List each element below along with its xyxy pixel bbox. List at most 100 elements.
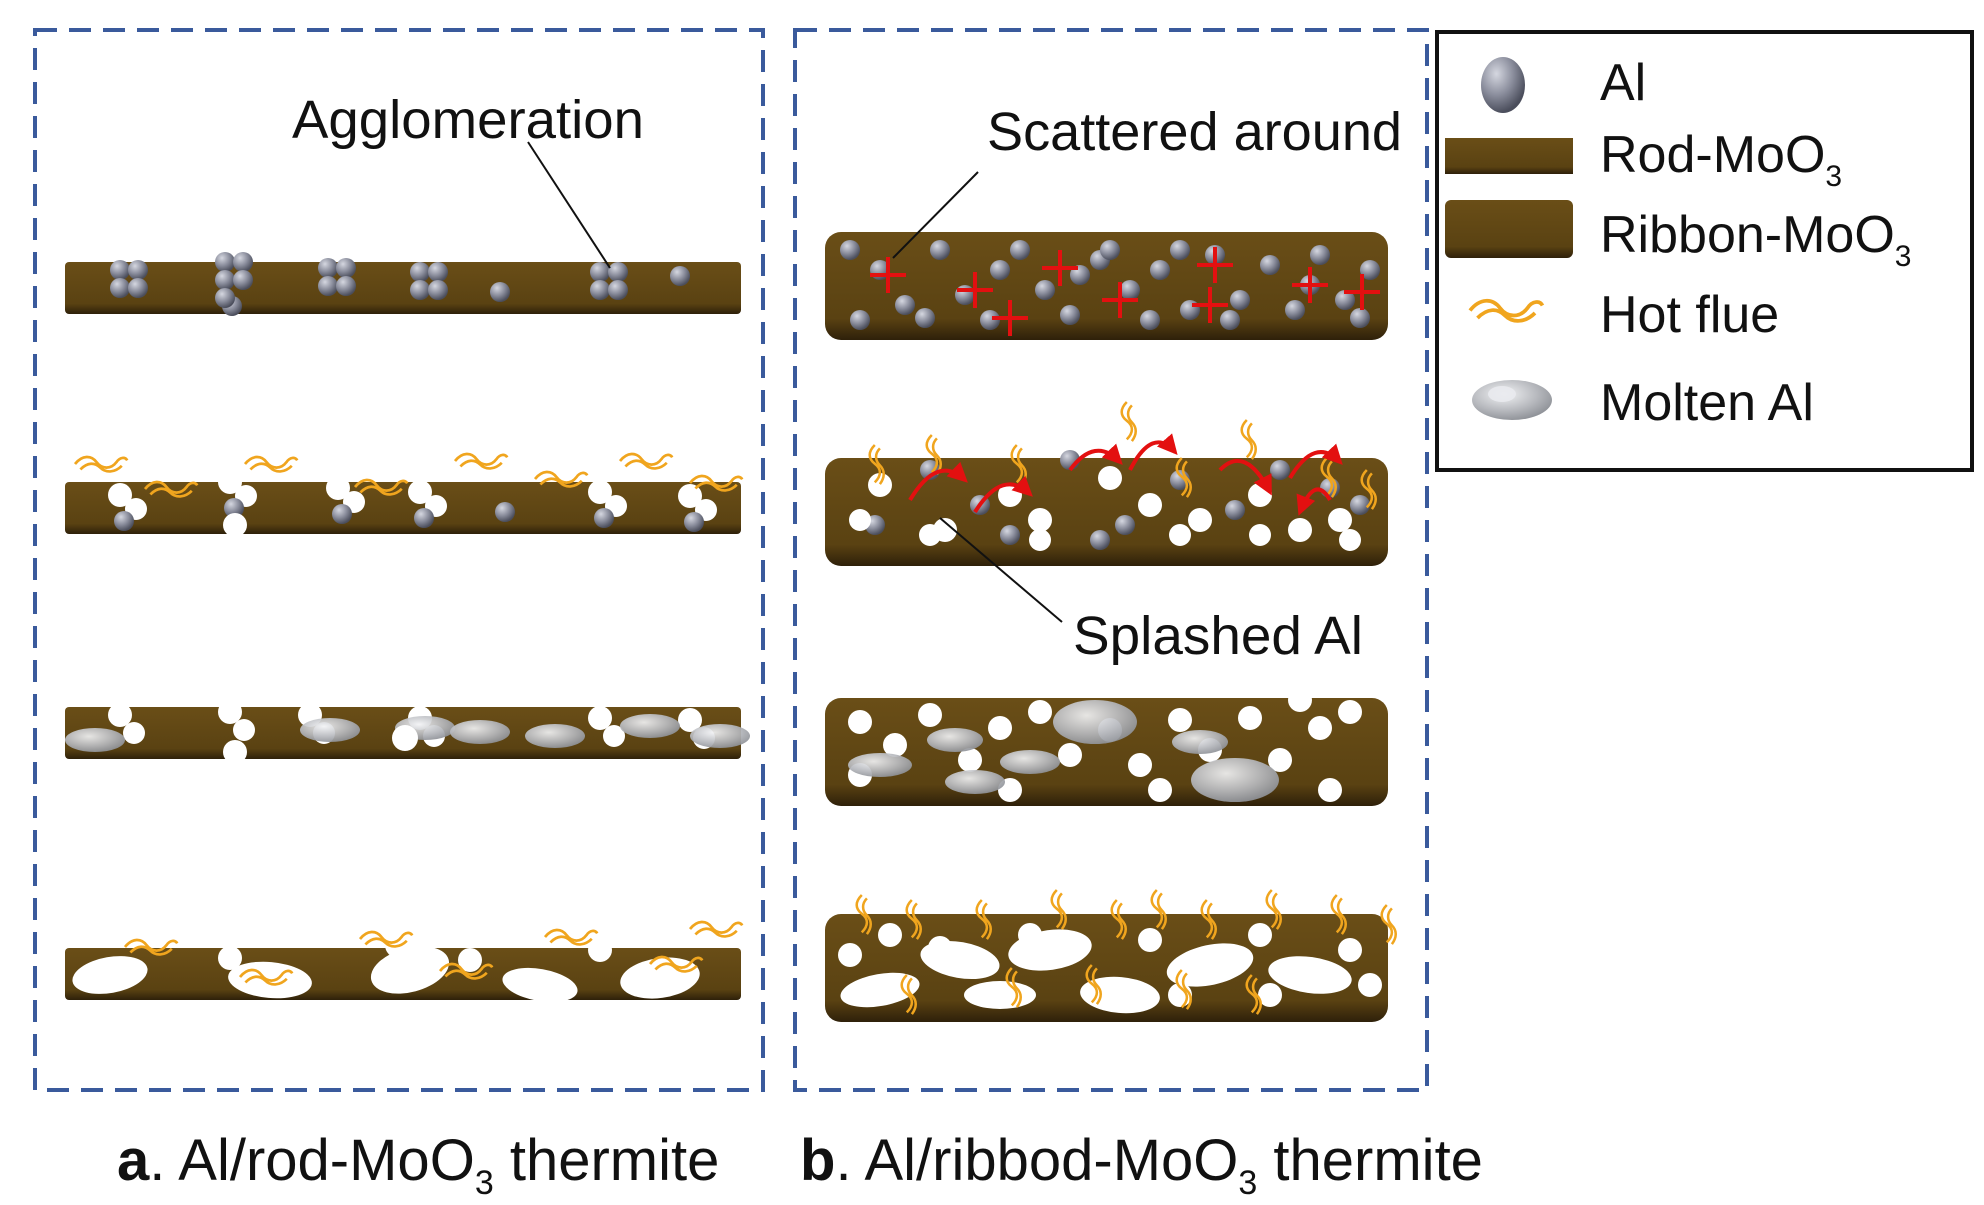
reacted-particle xyxy=(588,480,612,504)
al-particle xyxy=(608,262,628,282)
molten-al xyxy=(690,724,750,748)
hot-flue-icon xyxy=(1110,899,1127,940)
reacted-particle xyxy=(1358,973,1382,997)
hot-flue-stroke xyxy=(688,920,744,934)
al-particle xyxy=(215,288,235,308)
reacted-particle xyxy=(919,524,941,546)
hot-flue-icon xyxy=(648,955,704,973)
al-particle xyxy=(980,310,1000,330)
legend-ribbon-icon xyxy=(1445,200,1573,258)
hot-flue-stroke xyxy=(533,470,589,484)
hot-flue-stroke xyxy=(1050,889,1064,929)
molten-al xyxy=(927,728,983,752)
molten-al xyxy=(620,714,680,738)
reacted-particle xyxy=(1249,524,1271,546)
legend-ribbon-label: Ribbon-MoO3 xyxy=(1600,206,1911,273)
reacted-particle xyxy=(1339,529,1361,551)
hot-flue-icon xyxy=(238,968,294,986)
hot-flue-icon xyxy=(1240,419,1257,460)
al-particle xyxy=(428,280,448,300)
al-particle xyxy=(1260,255,1280,275)
melt-blob xyxy=(1268,956,1352,994)
melt-blob xyxy=(502,967,578,1003)
reacted-particle xyxy=(1328,508,1352,532)
al-particle xyxy=(840,240,860,260)
hot-flue-icon xyxy=(1150,889,1167,930)
hot-flue-stroke xyxy=(1380,904,1394,944)
al-particle xyxy=(114,511,134,531)
hot-flue-icon xyxy=(438,962,494,980)
hot-flue-stroke xyxy=(855,894,869,934)
hot-flue-stroke xyxy=(1005,967,1019,1007)
al-particle xyxy=(233,270,253,290)
hot-flue-stroke xyxy=(149,487,193,498)
hot-flue-stroke xyxy=(981,902,992,940)
al-particle xyxy=(1120,280,1140,300)
al-particle xyxy=(930,240,950,260)
hot-flue-stroke xyxy=(1265,889,1279,929)
reacted-particle xyxy=(218,946,242,970)
al-particle xyxy=(1350,495,1370,515)
reacted-particle xyxy=(1028,700,1052,724)
reacted-particle xyxy=(1058,743,1082,767)
al-particle xyxy=(850,310,870,330)
hot-flue-stroke xyxy=(1240,419,1254,459)
hot-flue-stroke xyxy=(249,462,293,473)
al-particle xyxy=(1000,525,1020,545)
panel-a-bars xyxy=(65,262,741,1000)
reacted-particle xyxy=(1268,748,1292,772)
hot-flue-icon xyxy=(618,452,674,470)
reacted-particle xyxy=(1338,938,1362,962)
hot-flue-stroke xyxy=(900,974,914,1014)
reacted-particle xyxy=(1148,778,1172,802)
hot-flue-icon xyxy=(143,480,199,498)
reacted-particle xyxy=(868,473,892,497)
splash-arrow xyxy=(1068,443,1123,472)
hot-flue-icon xyxy=(1245,974,1262,1015)
hot-flue-icon xyxy=(543,928,599,946)
reacted-particle xyxy=(849,509,871,531)
al-particle xyxy=(1225,500,1245,520)
hot-flue-stroke xyxy=(624,459,668,470)
al-particle xyxy=(915,308,935,328)
legend-rod-label: Rod-MoO3 xyxy=(1600,126,1842,193)
hot-flue-icon xyxy=(1175,969,1192,1010)
hot-flue-stroke xyxy=(1181,972,1192,1010)
reacted-particle xyxy=(1138,928,1162,952)
hot-flue-icon xyxy=(1330,894,1347,935)
hot-flue-stroke xyxy=(1476,308,1537,323)
splash-arrow xyxy=(973,475,1033,514)
reacted-particle xyxy=(1258,983,1282,1007)
hot-flue-stroke xyxy=(353,478,409,492)
reacted-particle xyxy=(1248,923,1272,947)
hot-flue-stroke xyxy=(1336,897,1347,935)
hot-flue-stroke xyxy=(79,462,123,473)
reacted-particle xyxy=(108,483,132,507)
hot-flue-stroke xyxy=(1366,472,1377,510)
hot-flue-stroke xyxy=(1206,902,1217,940)
hot-flue-stroke xyxy=(911,902,922,940)
al-particle xyxy=(1335,290,1355,310)
legend-hotflue-icon xyxy=(1468,298,1545,323)
reacted-particle xyxy=(392,725,418,751)
al-particle xyxy=(428,262,448,282)
al-particle xyxy=(1060,305,1080,325)
reacted-particle xyxy=(1169,524,1191,546)
reacted-particle xyxy=(1288,518,1312,542)
hot-flue-icon xyxy=(1120,401,1137,442)
reacted-particle xyxy=(223,513,247,537)
hot-flue-stroke xyxy=(1245,974,1259,1014)
hot-flue-stroke xyxy=(906,977,917,1015)
hot-flue-stroke xyxy=(868,444,882,484)
al-particle xyxy=(1350,308,1370,328)
hot-flue-stroke xyxy=(539,477,583,488)
reacted-particle xyxy=(223,740,247,764)
hot-flue-stroke xyxy=(861,897,872,935)
hot-flue-stroke xyxy=(1326,460,1337,498)
reacted-particle xyxy=(1028,508,1052,532)
splash-arrow xyxy=(1128,433,1178,471)
hot-flue-icon xyxy=(688,920,744,938)
hot-flue-icon xyxy=(533,470,589,488)
hot-flue-stroke xyxy=(1200,899,1214,939)
